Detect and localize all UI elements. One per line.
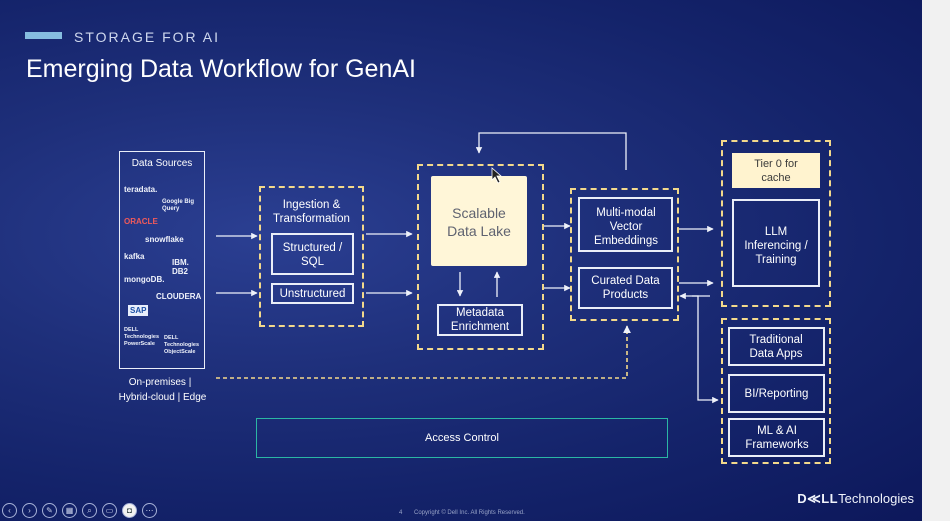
metadata-enrichment-box [437, 304, 523, 336]
scalable-data-lake-label: Scalable Data Lake [447, 205, 511, 239]
section-label: STORAGE FOR AI [74, 29, 220, 45]
teradata-logo: teradata. [124, 185, 158, 194]
vector-embeddings-box [578, 197, 673, 252]
structured-sql-box [271, 233, 354, 275]
google-bigquery-logo: Google Big Query [162, 199, 194, 212]
traditional-data-apps-label: Traditional Data Apps [749, 334, 803, 360]
curated-data-products-label: Curated Data Products [591, 275, 660, 301]
snowflake-logo: snowflake [145, 235, 184, 244]
mongodb-logo: mongoDB. [124, 275, 165, 284]
ibm-db2-logo: IBM. DB2 [172, 258, 189, 276]
camera-icon[interactable]: ◘ [122, 503, 137, 518]
presentation-toolbar: ‹ › ✎ ▦ ⌕ ▭ ◘ ⋯ [2, 503, 157, 518]
bi-reporting-label: BI/Reporting [744, 388, 809, 400]
slides-grid-icon[interactable]: ▦ [62, 503, 77, 518]
brand-dell: D≪LL [797, 491, 839, 506]
cloudera-logo: CLOUDERA [156, 292, 202, 301]
traditional-data-apps-box [728, 327, 825, 366]
slide-title: Emerging Data Workflow for GenAI [26, 55, 416, 83]
subtitles-icon[interactable]: ▭ [102, 503, 117, 518]
structured-sql-label: Structured / SQL [282, 242, 343, 268]
sap-logo: SAP [128, 305, 149, 316]
previous-slide-icon[interactable]: ‹ [2, 503, 17, 518]
access-control-bar [256, 418, 668, 458]
ml-ai-frameworks-label: ML & AI Frameworks [745, 425, 809, 451]
tier0-cache-box [732, 153, 820, 188]
ml-ai-frameworks-box [728, 418, 825, 457]
unstructured-label: Unstructured [279, 288, 346, 300]
llm-inferencing-box [732, 199, 820, 287]
ingestion-group [259, 186, 364, 327]
zoom-icon[interactable]: ⌕ [82, 503, 97, 518]
oracle-logo: ORACLE [124, 217, 158, 226]
objectscale-logo: DELL Technologies ObjectScale [164, 335, 200, 355]
data-sources-panel [119, 151, 205, 369]
data-sources-title: Data Sources [131, 158, 193, 169]
processing-group [570, 188, 679, 321]
header-accent-bar [25, 32, 62, 39]
screen-edge [922, 0, 950, 521]
ingestion-title: Ingestion & Transformation [273, 199, 350, 225]
copyright-text: Copyright © Dell Inc. All Rights Reserve… [414, 510, 525, 516]
locations-line-1: On-premises | [128, 377, 192, 388]
bi-reporting-box [728, 374, 825, 413]
metadata-enrichment-label: Metadata Enrichment [450, 307, 510, 333]
page-number: 4 [399, 510, 403, 516]
dell-technologies-logo: D≪LLTechnologies [797, 491, 914, 507]
brand-technologies: Technologies [838, 491, 914, 506]
more-options-icon[interactable]: ⋯ [142, 503, 157, 518]
powerscale-logo: DELL Technologies PowerScale [124, 327, 160, 347]
apps-group [721, 318, 831, 464]
scalable-data-lake-box [431, 176, 527, 266]
unstructured-box [271, 283, 354, 304]
llm-inferencing-label: LLM Inferencing / Training [744, 226, 808, 266]
tier0-cache-label: Tier 0 for cache [754, 158, 798, 184]
inference-group [721, 140, 831, 307]
kafka-logo: kafka [124, 252, 145, 261]
access-control-label: Access Control [425, 432, 499, 444]
curated-data-products-box [578, 267, 673, 309]
vector-embeddings-label: Multi-modal Vector Embeddings [594, 207, 658, 247]
data-lake-group [417, 164, 544, 350]
pen-icon[interactable]: ✎ [42, 503, 57, 518]
next-slide-icon[interactable]: › [22, 503, 37, 518]
locations-line-2: Hybrid-cloud | Edge [118, 392, 207, 403]
